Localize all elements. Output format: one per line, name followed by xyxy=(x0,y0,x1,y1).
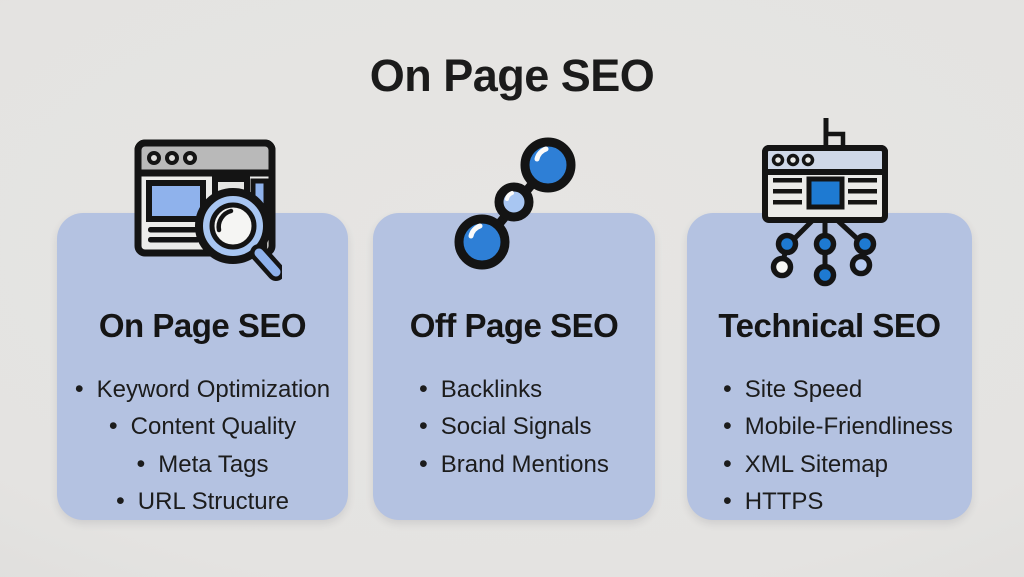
card-title-technical-seo: Technical SEO xyxy=(718,307,941,344)
card-title-on-page-seo: On Page SEO xyxy=(98,307,307,344)
list-item: Backlinks xyxy=(419,371,655,408)
technical-seo-list: Site Speed Mobile-Friendliness XML Sitem… xyxy=(687,371,972,521)
list-item: HTTPS xyxy=(723,483,972,520)
card-on-page-seo: On Page SEO Keyword Optimization Content… xyxy=(57,213,348,520)
list-item: Mobile-Friendliness xyxy=(723,408,972,445)
off-page-seo-list: Backlinks Social Signals Brand Mentions xyxy=(373,371,655,483)
card-title-off-page-seo: Off Page SEO xyxy=(409,307,619,344)
list-item: Meta Tags xyxy=(57,446,348,483)
card-off-page-seo: Off Page SEO Backlinks Social Signals Br… xyxy=(373,213,655,520)
link-nodes-icon xyxy=(454,137,576,270)
list-item: URL Structure xyxy=(57,483,348,520)
list-item: Content Quality xyxy=(57,408,348,445)
list-item: Site Speed xyxy=(723,371,972,408)
list-item: XML Sitemap xyxy=(723,446,972,483)
list-item: Brand Mentions xyxy=(419,446,655,483)
page-title: On Page SEO xyxy=(369,50,655,101)
browser-search-icon xyxy=(134,139,282,281)
card-technical-seo: Technical SEO Site Speed Mobile-Friendli… xyxy=(687,213,972,520)
sitemap-icon xyxy=(762,118,888,287)
on-page-seo-list: Keyword Optimization Content Quality Met… xyxy=(57,371,348,521)
list-item: Keyword Optimization xyxy=(57,371,348,408)
list-item: Social Signals xyxy=(419,408,655,445)
